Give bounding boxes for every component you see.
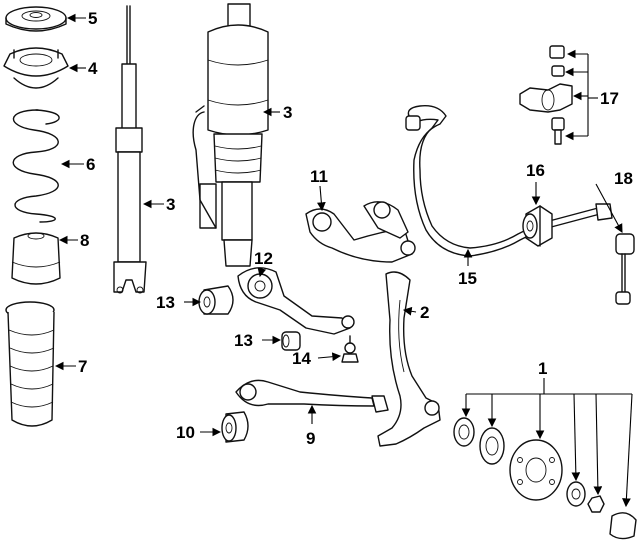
steering-knuckle-part [377,271,441,447]
callout-2: 2 [420,303,429,322]
bump-stop-part [11,232,61,285]
bushing-small-part [281,331,301,351]
callout-8: 8 [80,231,89,250]
callout-15: 15 [458,269,477,288]
callout-18: 18 [614,169,633,188]
strut-bushing-part [221,411,249,443]
tension-strut-arm-part [235,379,389,413]
strut-mount-part [3,47,69,89]
callout-labels: 5 4 6 8 7 3 3 11 12 13 13 14 9 10 2 15 1… [78,9,633,448]
wheel-hub-assembly-part [453,417,637,540]
callout-12: 12 [254,249,273,268]
callout-7: 7 [78,357,87,376]
shock-absorber-strut-part [113,5,147,294]
callout-1: 1 [538,359,547,378]
callout-17: 17 [600,89,619,108]
callout-6: 6 [86,155,95,174]
callout-3-shock: 3 [166,195,175,214]
callout-4: 4 [88,59,98,78]
callout-5: 5 [88,9,97,28]
callout-3-air-strut: 3 [283,103,292,122]
stabilizer-bar-part [405,105,613,257]
callout-11: 11 [310,167,328,186]
leader-lines [54,13,633,508]
callout-9: 9 [306,429,315,448]
ball-joint-part [341,335,359,363]
upper-mount-plate-part [5,6,67,32]
stabilizer-bushing-part [522,205,553,247]
bushing-large-part [198,285,234,315]
callout-16: 16 [526,161,545,180]
callout-10: 10 [176,423,195,442]
air-spring-strut-part [192,3,269,267]
callout-13-large: 13 [156,293,175,312]
lower-control-arm-part [237,267,355,335]
callout-13-small: 13 [234,331,253,350]
bushing-hardware-kit-part [519,45,573,145]
dust-boot-part [5,301,55,427]
callout-14: 14 [292,349,311,368]
stabilizer-link-part [615,233,635,305]
coil-spring-part [12,109,60,223]
upper-control-arm-part [305,201,416,263]
